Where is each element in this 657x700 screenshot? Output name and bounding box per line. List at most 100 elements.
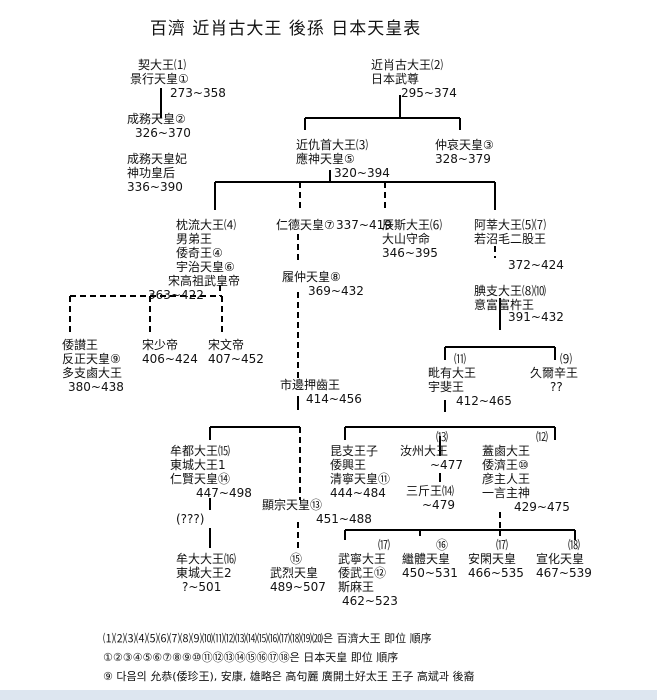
node-label: 汝州大王 <box>400 444 449 458</box>
node-label: 男弟王 <box>176 232 213 246</box>
node-label: 成務天皇② <box>127 112 186 126</box>
node-years: 346~395 <box>382 246 438 260</box>
node-label: 牟大大王⒃ <box>176 552 237 566</box>
node-years: 372~424 <box>508 258 564 272</box>
node-label: 一言主神 <box>482 486 531 500</box>
node-label: 倭興王 <box>330 458 367 472</box>
node-years: 444~484 <box>330 486 386 500</box>
node-years: 406~424 <box>142 352 198 366</box>
node-label: 景行天皇① <box>130 72 189 86</box>
node-label: 應神天皇⑤ <box>296 152 355 166</box>
node-label: 宇治天皇⑥ <box>176 260 235 274</box>
node-seimu: 成務天皇② 326~370 <box>127 112 191 140</box>
node-years: 450~531 <box>402 566 458 580</box>
node-label: 市邊押齒王 <box>280 378 341 392</box>
node-gairo: ⑿ 蓋鹵大王 倭濟王⑩ 彦主人王 一言主神 429~475 <box>482 430 570 514</box>
node-kuni: ⑼ 久爾辛王 ?? <box>530 352 578 394</box>
node-label: 契大王⑴ <box>138 58 187 72</box>
node-konshi: 昆支王子 倭興王 清寧天皇⑪ 444~484 <box>330 444 390 500</box>
node-label: 仁賢天皇⑭ <box>170 472 231 486</box>
connector-lines <box>160 88 576 548</box>
node-years: 447~498 <box>196 486 252 500</box>
node-buneidai: ⒄ 武寧大王 倭武王⑫ 斯麻王 462~523 <box>338 538 398 608</box>
node-years: 451~488 <box>316 512 372 526</box>
node-label: 倭讃王 <box>62 338 99 352</box>
node-senka: ⒅ 宣化天皇 467~539 <box>536 538 592 580</box>
node-label: 神功皇后 <box>127 166 176 180</box>
node-years: 336~390 <box>127 180 183 194</box>
node-wasan: 倭讃王 反正天皇⑨ 多支鹵大王 380~438 <box>62 338 124 394</box>
legend-note-japan: ①②③④⑤⑥⑦⑧⑨⑩⑪⑫⑬⑭⑮⑯⑰⑱은 日本天皇 即位 順序 <box>103 651 399 664</box>
node-label: ⒄ <box>496 538 509 552</box>
node-label: ⑿ <box>536 430 549 444</box>
node-label: 宣化天皇 <box>536 552 585 566</box>
node-label: ⒀ <box>436 430 449 444</box>
node-geiyodai: 契大王⑴ 景行天皇① 273~358 <box>130 58 226 100</box>
node-chuai: 仲哀天皇③ 328~379 <box>435 138 494 166</box>
node-label: 大山守命 <box>382 232 431 246</box>
node-label: 安閑天皇 <box>468 552 517 566</box>
node-years: 414~456 <box>306 392 362 406</box>
node-kinshoko: 近肖古大王⑵ 日本武尊 295~374 <box>371 58 457 100</box>
node-label: 昆支王子 <box>330 444 379 458</box>
page-title: 百濟 近肖古大王 後孫 日本天皇表 <box>150 19 422 39</box>
node-label: 反正天皇⑨ <box>62 352 121 366</box>
node-years: ?? <box>550 380 563 394</box>
node-kinkyu: 近仇首大王⑶ 應神天皇⑤ 320~394 <box>296 138 390 180</box>
node-ankan: ⒄ 安閑天皇 466~535 <box>468 538 524 580</box>
node-label: 武烈天皇 <box>270 566 319 580</box>
node-ichinobe: 市邊押齒王 414~456 <box>280 378 362 406</box>
node-label: ⒅ <box>568 538 581 552</box>
node-unknown: (???) <box>176 512 204 526</box>
node-label: 多支鹵大王 <box>62 366 123 380</box>
node-richu: 履仲天皇⑧ 369~432 <box>282 270 364 298</box>
node-label: 毗有大王 <box>428 366 477 380</box>
node-keitai: ⑯ 繼體天皇 450~531 <box>402 538 458 580</box>
node-nintoku: 仁德天皇⑦ 337~419 <box>276 218 392 232</box>
node-label: 三斤王⒁ <box>406 484 455 498</box>
node-label: 倭濟王⑩ <box>482 458 529 472</box>
node-label: 辰斯大王⑹ <box>382 218 443 232</box>
node-years: 369~432 <box>308 284 364 298</box>
node-ashin: 阿莘大王⑸⑺ 若沼毛二股王 372~424 <box>474 218 564 272</box>
node-shinshi: 辰斯大王⑹ 大山守命 346~395 <box>382 218 442 260</box>
node-label: ⑮ <box>290 552 303 566</box>
node-label: 阿莘大王⑸⑺ <box>474 218 547 232</box>
node-sosho: 宋少帝 406~424 <box>142 338 198 366</box>
node-years: 429~475 <box>514 500 570 514</box>
node-label: 近肖古大王⑵ <box>371 58 444 72</box>
node-years: 407~452 <box>208 352 264 366</box>
node-years: 466~535 <box>468 566 524 580</box>
node-label: 顯宗天皇⑬ <box>262 498 323 512</box>
node-toshi: 腆支大王⑻⑽ 意富富杵王 391~432 <box>474 284 564 324</box>
node-label: 履仲天皇⑧ <box>282 270 341 284</box>
bottom-bar <box>0 690 657 700</box>
node-years: ?~501 <box>182 580 222 594</box>
node-sobun: 宋文帝 407~452 <box>208 338 264 366</box>
node-label: 蓋鹵大王 <box>482 444 531 458</box>
node-label: 近仇首大王⑶ <box>296 138 369 152</box>
node-years: 363~422 <box>148 288 204 302</box>
node-label: 久爾辛王 <box>530 366 579 380</box>
node-label: ⑯ <box>436 538 449 552</box>
node-label: ⑾ <box>454 352 467 366</box>
node-label: 日本武尊 <box>371 72 420 86</box>
node-label: 宋少帝 <box>142 338 179 352</box>
node-chinryu: 枕流大王⑷ 男弟王 倭奇王④ 宇治天皇⑥ 宋高祖武皇帝 363~422 <box>148 218 240 302</box>
node-years: 328~379 <box>435 152 491 166</box>
node-years: 380~438 <box>68 380 124 394</box>
node-label: ⒄ <box>378 538 391 552</box>
node-years: 273~358 <box>170 86 226 100</box>
node-years: 326~370 <box>135 126 191 140</box>
node-label: 東城大王1 <box>170 458 226 472</box>
node-label: (???) <box>176 512 205 526</box>
node-label: 清寧天皇⑪ <box>330 472 391 486</box>
node-toshu: ⒀ 汝州大王 ~477 <box>400 430 463 472</box>
node-years: 320~394 <box>334 166 390 180</box>
node-label: 宋文帝 <box>208 338 245 352</box>
node-label: 仲哀天皇③ <box>435 138 494 152</box>
node-label: 成務天皇妃 <box>127 152 188 166</box>
node-mudai: 牟大大王⒃ 東城大王2 ?~501 <box>176 552 236 594</box>
node-label: 腆支大王⑻⑽ <box>474 284 547 298</box>
node-muto: 牟都大王⒂ 東城大王1 仁賢天皇⑭ 447~498 <box>170 444 252 500</box>
